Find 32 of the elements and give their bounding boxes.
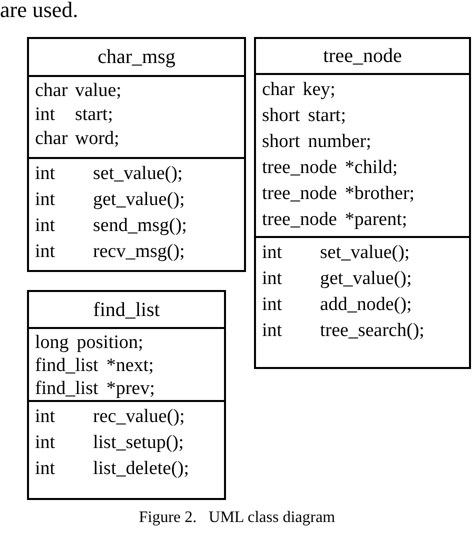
member-text: find_list *prev; <box>35 377 156 400</box>
class-box <box>27 290 226 500</box>
member-text: short number; <box>262 130 372 154</box>
member-text: tree_node *parent; <box>262 208 408 232</box>
member-text: int get_value(); <box>262 267 413 291</box>
body-text: are used. <box>0 0 78 24</box>
member-text: int start; <box>35 103 114 127</box>
class-name: char_msg <box>96 45 176 70</box>
member-text: int set_value(); <box>35 162 184 186</box>
class-name: find_list <box>92 298 161 322</box>
figure-caption: Figure 2. UML class diagram <box>138 508 336 528</box>
member-text: int set_value(); <box>262 241 411 265</box>
class-box <box>254 37 471 369</box>
member-text: int list_setup(); <box>35 431 185 455</box>
member-text: char word; <box>35 127 120 151</box>
member-text: int add_node(); <box>262 293 413 317</box>
member-text: int recv_msg(); <box>35 240 186 264</box>
member-text: find_list *next; <box>35 354 155 377</box>
member-text: int send_msg(); <box>35 214 188 238</box>
class-name: tree_node <box>322 44 403 69</box>
member-text: int tree_search(); <box>262 319 426 343</box>
class-box <box>27 37 246 272</box>
member-text: char value; <box>35 79 122 103</box>
member-text: long position; <box>35 331 144 354</box>
member-text: int rec_value(); <box>35 405 186 429</box>
member-text: int get_value(); <box>35 188 186 212</box>
member-text: tree_node *brother; <box>262 182 416 206</box>
member-text: short start; <box>262 104 347 128</box>
member-text: int list_delete(); <box>35 457 190 481</box>
member-text: char key; <box>262 78 336 102</box>
member-text: tree_node *child; <box>262 156 399 180</box>
member-compartment <box>29 327 224 400</box>
